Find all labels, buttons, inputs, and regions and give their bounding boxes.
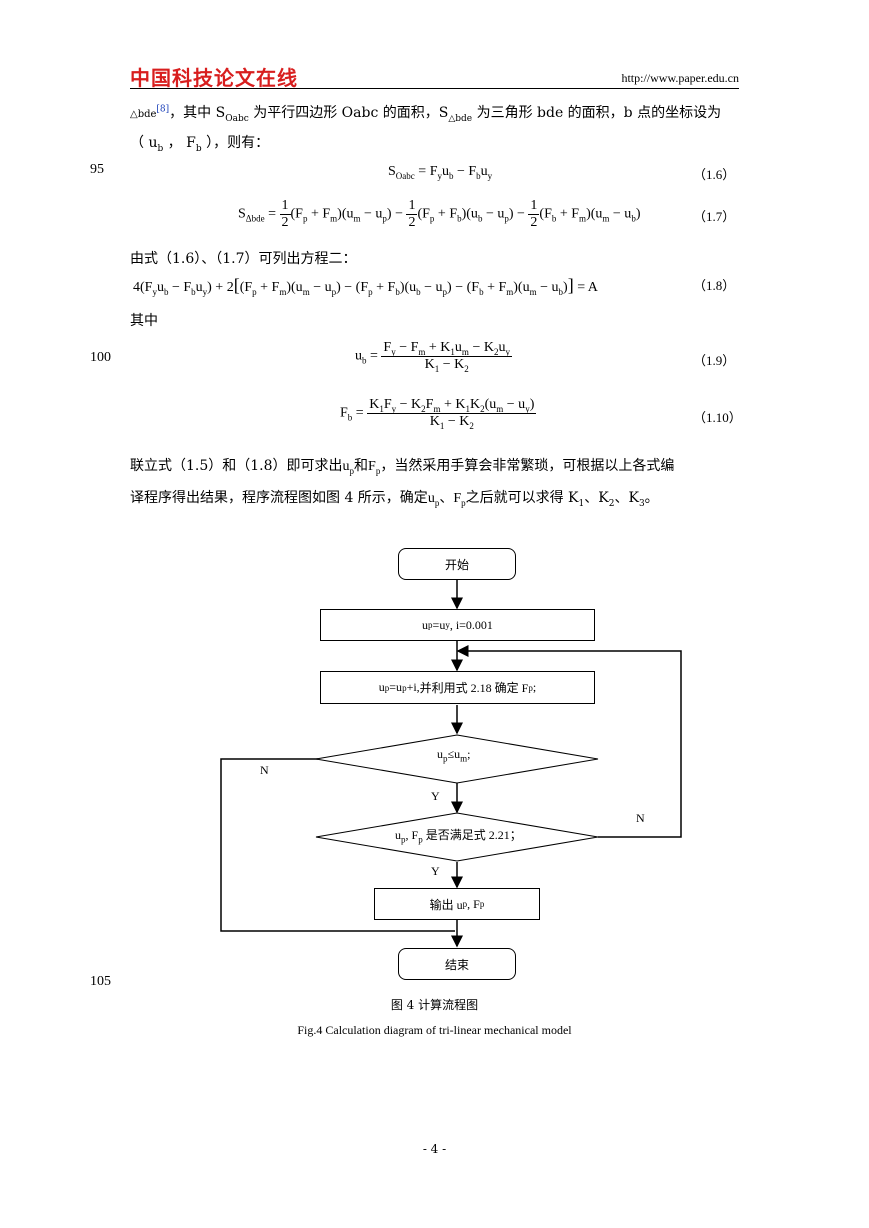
equation-1-10: Fb = K1Fy − K2Fm + K1K2(um − uy)K1 − K2 — [340, 397, 537, 431]
flow-condition-1: up≤um; — [437, 747, 471, 764]
citation-link[interactable]: [8] — [156, 104, 170, 115]
header-rule — [130, 88, 739, 89]
equation-number-1-9: （1.9） — [693, 353, 736, 368]
line-number-95: 95 — [90, 162, 104, 177]
journal-logo: 中国科技论文在线 — [130, 66, 298, 90]
flow-end: 结束 — [398, 948, 516, 980]
page-number: - 4 - — [422, 1142, 447, 1156]
equation-1-8: 4(Fyub − Fbuy) + 2[(Fp + Fm)(um − up) − … — [133, 275, 598, 297]
conclusion-line-1: 联立式（1.5）和（1.8）即可求出up和Fp，当然采用手算会非常繁琐，可根据以… — [130, 458, 675, 476]
flow-label-no-2: N — [636, 811, 645, 825]
flow-label-no-1: N — [260, 763, 269, 777]
equation-number-1-7: （1.7） — [693, 209, 736, 224]
equation-number-1-8: （1.8） — [693, 278, 736, 293]
line-number-105: 105 — [90, 974, 111, 989]
flow-label-yes-1: Y — [431, 789, 440, 803]
figure-caption-cn: 图 4 计算流程图 — [390, 998, 479, 1012]
flow-condition-2: up, Fp 是否满足式 2.21； — [395, 828, 522, 845]
equation-number-1-10: （1.10） — [693, 410, 742, 425]
intro-text-2: 为平行四边形 Oabc 的面积，S — [248, 105, 449, 121]
intro-text-3: 为三角形 bde 的面积，b 点的坐标设为 — [472, 105, 722, 121]
intro-text-1: ，其中 S — [169, 105, 226, 121]
line-number-100: 100 — [90, 350, 111, 365]
intro-sub-1: Oabc — [225, 113, 249, 124]
triangle-label: △bde — [130, 109, 157, 120]
intro-line-1: △bde[8]，其中 SOabc 为平行四边形 Oabc 的面积，S△bde 为… — [130, 102, 740, 126]
journal-url[interactable]: http://www.paper.edu.cn — [621, 71, 739, 85]
intro-line-2: （ ub ， Fb ），则有： — [130, 135, 270, 154]
intro-sub-2: △bde — [448, 113, 473, 124]
figure-caption-en: Fig.4 Calculation diagram of tri-linear … — [297, 1023, 572, 1037]
flow-start: 开始 — [398, 548, 516, 580]
flow-label-yes-2: Y — [431, 864, 440, 878]
conclusion-line-2: 译程序得出结果，程序流程图如图 4 所示，确定up、Fp之后就可以求得 K1、K… — [130, 490, 659, 509]
equation-1-6: SOabc = Fyub − Fbuy — [388, 164, 493, 181]
derivation-text: 由式（1.6）、（1.7）可列出方程二： — [130, 251, 357, 267]
where-text: 其中 — [130, 313, 158, 329]
equation-number-1-6: （1.6） — [693, 167, 736, 182]
